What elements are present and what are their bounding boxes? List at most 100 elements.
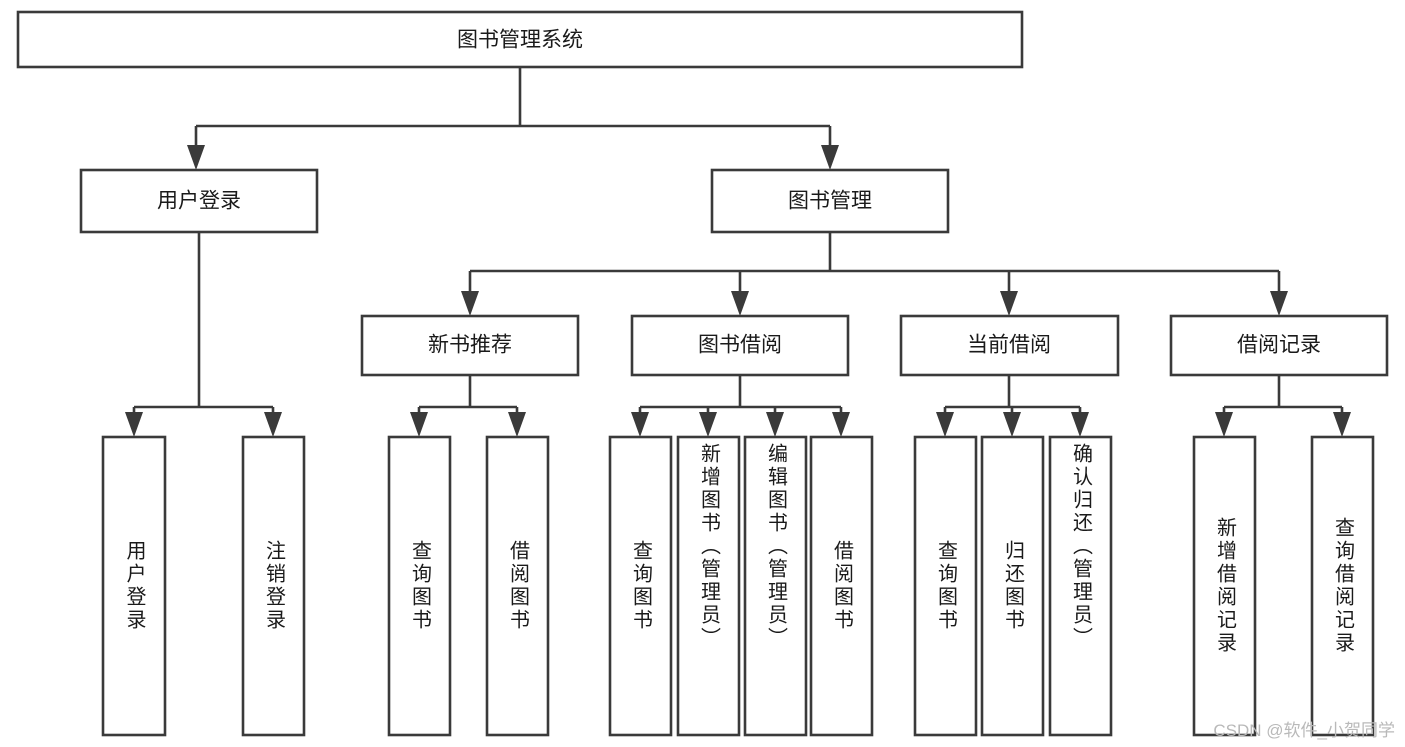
node-leaf-borrow-book-2-label: 借阅图书 (830, 540, 853, 632)
node-root-box[interactable] (16, 10, 1024, 69)
node-book-manage-box[interactable] (710, 168, 950, 234)
arrow-head-book-manage (821, 145, 839, 170)
node-leaf-query-book-2-label: 查询图书 (629, 540, 652, 632)
node-leaf-query-book-1-box[interactable] (387, 435, 452, 737)
node-leaf-borrow-book-2[interactable]: 借阅图书 (809, 435, 874, 737)
edge-group-root (187, 67, 839, 170)
node-borrow-record-box[interactable] (1169, 314, 1389, 377)
arrow-head-borrow-record (1270, 291, 1288, 316)
node-current-borrow[interactable]: 当前借阅 (899, 314, 1120, 377)
node-leaf-query-book-1-label: 查询图书 (408, 540, 431, 632)
node-leaf-query-book-2[interactable]: 查询图书 (608, 435, 673, 737)
node-new-book-rec-box[interactable] (360, 314, 580, 377)
edge-group-borrow-record (1215, 375, 1351, 437)
arrow-head-book-borrow (731, 291, 749, 316)
arrow-head-leaf-borrow-book-2 (832, 412, 850, 437)
arrow-head-leaf-borrow-book-1 (508, 412, 526, 437)
node-leaf-logout-box[interactable] (241, 435, 306, 737)
watermark-text: CSDN @软件_小贺同学 (1213, 721, 1395, 740)
edge-group-current-borrow (936, 375, 1089, 437)
arrow-head-user-login (187, 145, 205, 170)
node-leaf-return-book-label: 归还图书 (1001, 540, 1024, 632)
node-leaf-add-book-box[interactable] (676, 435, 741, 737)
arrow-head-leaf-return-book (1003, 412, 1021, 437)
node-leaf-edit-book-box[interactable] (743, 435, 808, 737)
edge-group-book-manage (461, 232, 1288, 316)
node-leaf-query-book-3-label: 查询图书 (934, 540, 957, 632)
node-leaf-query-book-2-text-area: 查询图书 (629, 540, 652, 632)
node-leaf-borrow-book-1[interactable]: 借阅图书 (485, 435, 550, 737)
node-book-manage[interactable]: 图书管理 (710, 168, 950, 234)
node-borrow-record[interactable]: 借阅记录 (1169, 314, 1389, 377)
node-leaf-edit-book[interactable]: 编辑图书（管理员） (743, 435, 808, 737)
node-leaf-query-record-label: 查询借阅记录 (1331, 517, 1354, 655)
node-leaf-add-book[interactable]: 新增图书（管理员） (676, 435, 741, 737)
node-root-label: 图书管理系统 (457, 29, 583, 52)
node-current-borrow-label: 当前借阅 (967, 334, 1051, 357)
node-leaf-add-book-text-area: 新增图书（管理员） (697, 443, 720, 650)
node-leaf-logout[interactable]: 注销登录 (241, 435, 306, 737)
arrow-head-leaf-confirm-return (1071, 412, 1089, 437)
node-leaf-borrow-book-2-box[interactable] (809, 435, 874, 737)
edge-group-book-borrow (631, 375, 850, 437)
node-book-borrow[interactable]: 图书借阅 (630, 314, 850, 377)
node-leaf-query-book-2-box[interactable] (608, 435, 673, 737)
node-book-borrow-box[interactable] (630, 314, 850, 377)
arrow-head-leaf-query-book-1 (410, 412, 428, 437)
arrow-head-leaf-query-record (1333, 412, 1351, 437)
arrow-head-leaf-edit-book (766, 412, 784, 437)
arrow-head-leaf-user-login (125, 412, 143, 437)
node-leaf-add-record-text-area: 新增借阅记录 (1213, 517, 1236, 655)
node-leaf-query-record[interactable]: 查询借阅记录 (1310, 435, 1375, 737)
node-leaf-logout-label: 注销登录 (262, 540, 285, 632)
node-leaf-add-book-label: 新增图书（管理员） (697, 443, 720, 650)
node-leaf-confirm-return-text-area: 确认归还（管理员） (1069, 443, 1092, 650)
edge-group-user-login (125, 232, 282, 437)
node-leaf-query-book-3-text-area: 查询图书 (934, 540, 957, 632)
node-borrow-record-label: 借阅记录 (1237, 334, 1321, 357)
node-leaf-borrow-book-1-box[interactable] (485, 435, 550, 737)
node-leaf-confirm-return-label: 确认归还（管理员） (1069, 443, 1092, 650)
node-leaf-add-record-label: 新增借阅记录 (1213, 517, 1236, 655)
node-leaf-add-record[interactable]: 新增借阅记录 (1192, 435, 1257, 737)
node-leaf-user-login[interactable]: 用户登录 (101, 435, 167, 737)
node-book-manage-label: 图书管理 (788, 190, 872, 213)
node-leaf-edit-book-text-area: 编辑图书（管理员） (764, 443, 787, 650)
arrow-head-leaf-query-book-2 (631, 412, 649, 437)
node-root[interactable]: 图书管理系统 (16, 10, 1024, 69)
node-user-login-box[interactable] (79, 168, 319, 234)
arrow-head-leaf-add-record (1215, 412, 1233, 437)
arrow-head-leaf-query-book-3 (936, 412, 954, 437)
node-current-borrow-box[interactable] (899, 314, 1120, 377)
node-leaf-edit-book-label: 编辑图书（管理员） (764, 443, 787, 650)
node-book-borrow-label: 图书借阅 (698, 334, 782, 357)
node-leaf-user-login-text-area: 用户登录 (123, 540, 145, 632)
node-leaf-logout-text-area: 注销登录 (262, 540, 285, 632)
edge-group-new-book-rec (410, 375, 526, 437)
node-user-login[interactable]: 用户登录 (79, 168, 319, 234)
node-leaf-confirm-return[interactable]: 确认归还（管理员） (1048, 435, 1113, 737)
node-leaf-borrow-book-1-label: 借阅图书 (506, 540, 529, 632)
node-leaf-borrow-book-2-text-area: 借阅图书 (830, 540, 853, 632)
node-leaf-return-book-text-area: 归还图书 (1001, 540, 1024, 632)
arrow-head-new-book-rec (461, 291, 479, 316)
node-leaf-user-login-label: 用户登录 (123, 540, 145, 632)
arrow-head-leaf-logout (264, 412, 282, 437)
node-user-login-label: 用户登录 (157, 190, 241, 213)
node-leaf-query-book-3[interactable]: 查询图书 (913, 435, 978, 737)
node-leaf-query-book-3-box[interactable] (913, 435, 978, 737)
node-leaf-return-book[interactable]: 归还图书 (980, 435, 1045, 737)
node-leaf-borrow-book-1-text-area: 借阅图书 (506, 540, 529, 632)
arrow-head-leaf-add-book (699, 412, 717, 437)
node-new-book-rec[interactable]: 新书推荐 (360, 314, 580, 377)
node-leaf-add-record-box[interactable] (1192, 435, 1257, 737)
node-leaf-user-login-box[interactable] (101, 435, 167, 737)
node-leaf-query-record-box[interactable] (1310, 435, 1375, 737)
node-leaf-query-book-1-text-area: 查询图书 (408, 540, 431, 632)
node-leaf-query-book-1[interactable]: 查询图书 (387, 435, 452, 737)
node-new-book-rec-label: 新书推荐 (428, 334, 512, 357)
node-leaf-return-book-box[interactable] (980, 435, 1045, 737)
node-leaf-confirm-return-box[interactable] (1048, 435, 1113, 737)
